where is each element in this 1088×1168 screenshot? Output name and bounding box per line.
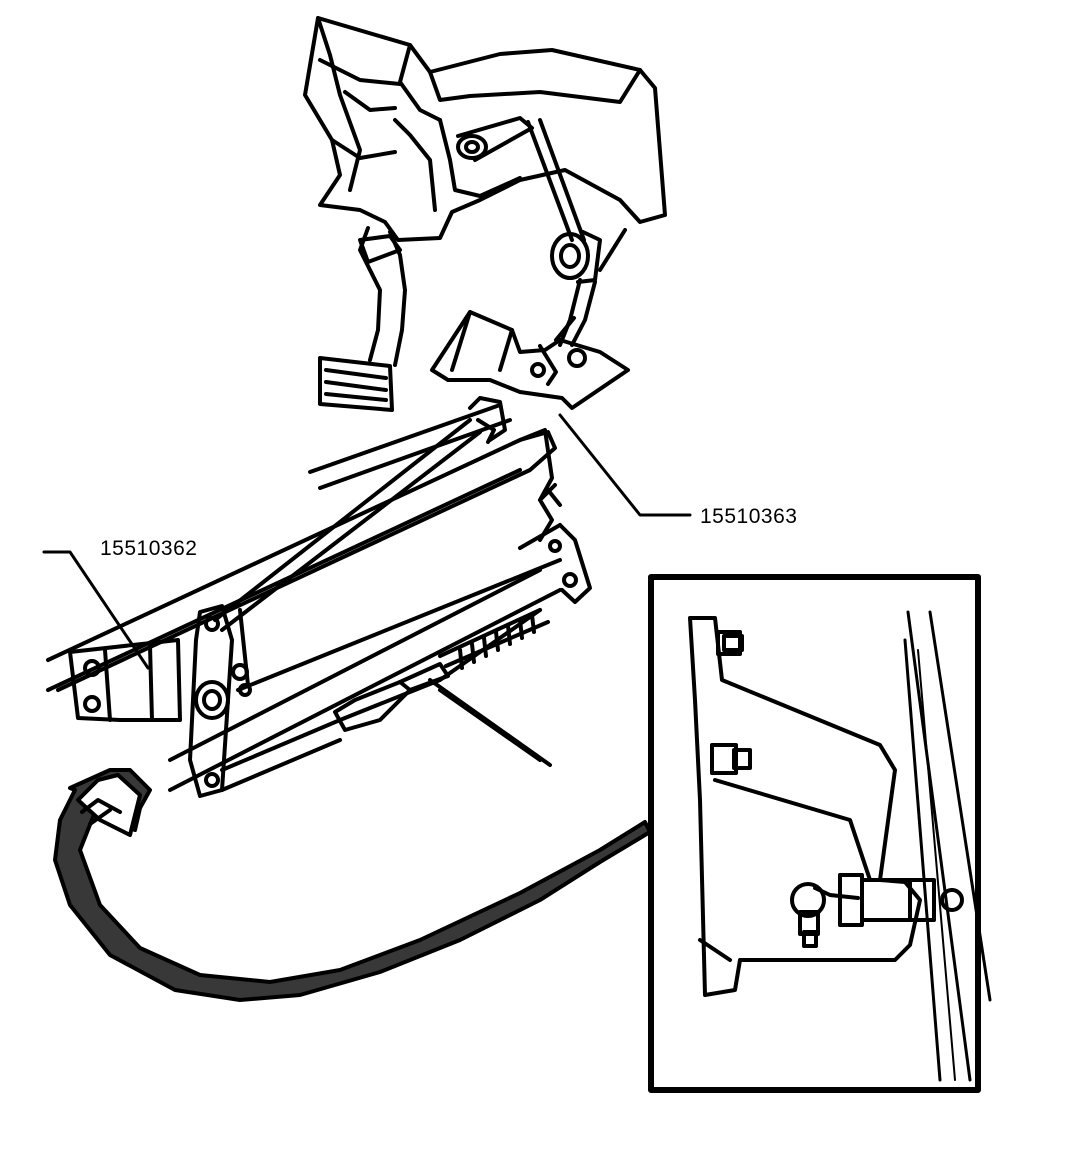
clutch-pedal [318,226,407,412]
detail-inset [648,574,992,1093]
frame-rail [46,396,592,792]
pedal-bracket-assembly [303,16,667,347]
part-number-label-15510362: 15510362 [100,537,198,560]
return-spring-rod [333,608,552,767]
upper-bracket-15510363 [430,310,630,410]
leader-lines [42,413,692,670]
detail-callout-arrow [53,768,652,1002]
part-number-label-15510363: 15510363 [700,505,798,528]
